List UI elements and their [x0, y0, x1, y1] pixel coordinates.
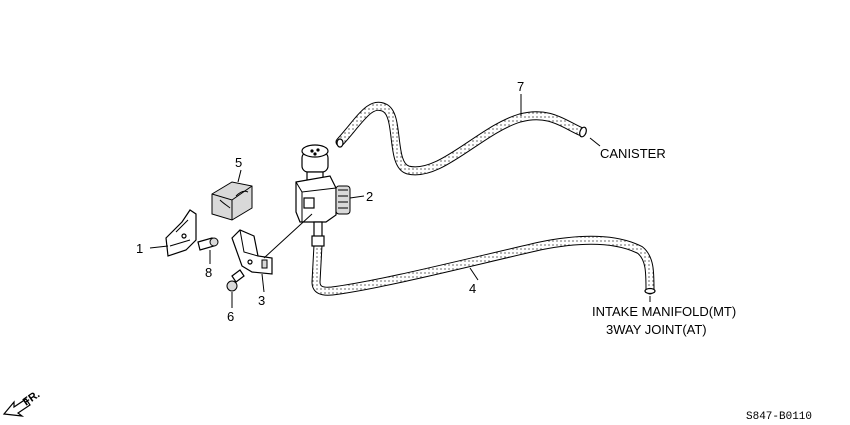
hose-7	[335, 101, 587, 176]
part-label-5: 5	[235, 155, 242, 170]
bolt-8	[197, 237, 219, 251]
bracket-3	[231, 229, 273, 275]
intake-manifold-note: INTAKE MANIFOLD(MT)	[592, 304, 736, 319]
solenoid-valve	[295, 144, 351, 247]
part-label-2: 2	[366, 189, 373, 204]
bolt-6	[226, 269, 245, 292]
canister-note: CANISTER	[600, 146, 666, 161]
part-label-6: 6	[227, 309, 234, 324]
hose-4	[311, 235, 656, 296]
part-label-3: 3	[258, 293, 265, 308]
part-label-4: 4	[469, 281, 476, 296]
cover	[211, 181, 253, 221]
diagram-code: S847-B0110	[746, 411, 812, 423]
part-label-8: 8	[205, 265, 212, 280]
part-label-7: 7	[517, 79, 524, 94]
bracket-1	[165, 209, 197, 257]
front-direction-arrow-icon	[2, 398, 31, 417]
three-way-joint-note: 3WAY JOINT(AT)	[606, 322, 707, 337]
part-label-1: 1	[136, 241, 143, 256]
leader-lines	[149, 94, 651, 308]
